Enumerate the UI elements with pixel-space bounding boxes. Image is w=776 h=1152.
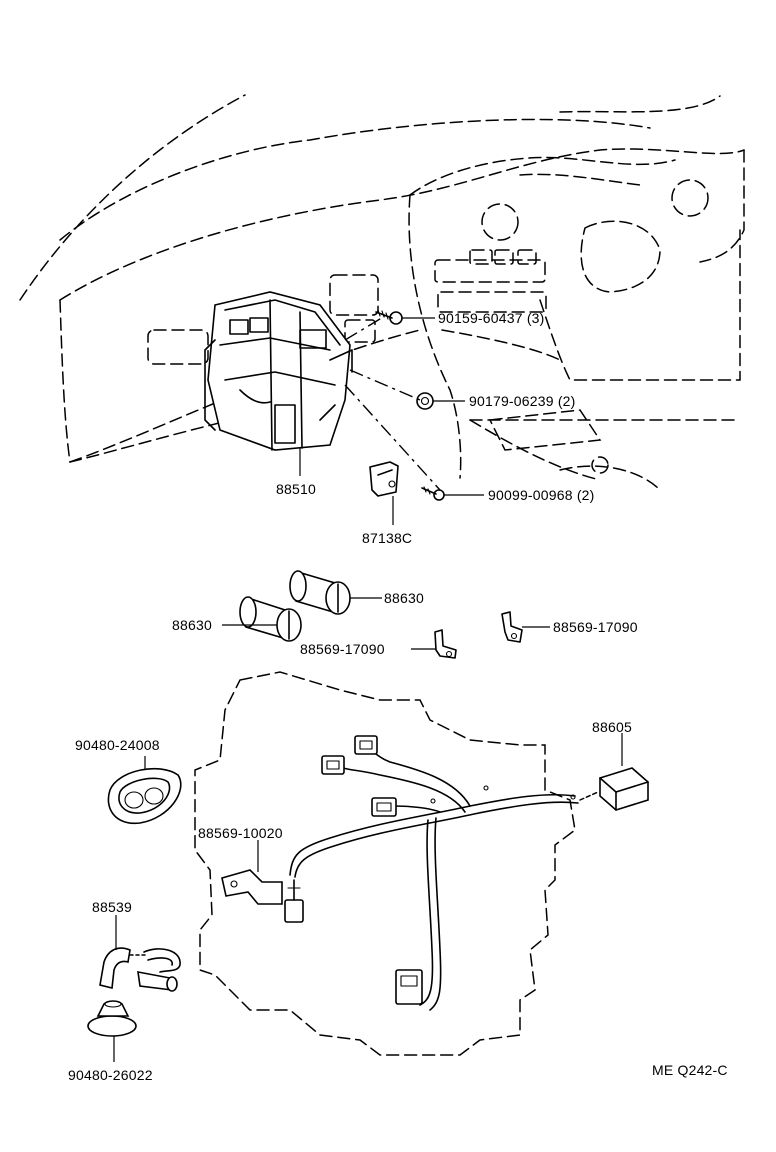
clamp-88569-17090-mid	[434, 629, 457, 659]
dashboard-outline	[19, 94, 745, 491]
hose-88539	[99, 947, 181, 992]
bracket-87138C	[369, 461, 399, 497]
label-88569-10020: 88569-10020	[198, 825, 283, 841]
label-88539: 88539	[92, 899, 132, 915]
label-90159-60437: 90159-60437 (3)	[438, 310, 545, 326]
label-90480-26022: 90480-26022	[68, 1067, 153, 1083]
nut-90179-06239	[416, 392, 434, 410]
amplifier-unit-88510	[204, 291, 353, 451]
grommet-90480-26022	[87, 1000, 137, 1037]
clamp-88569-17090-right	[501, 611, 523, 643]
bolt-90159-60437	[375, 309, 403, 325]
label-90480-24008: 90480-24008	[75, 737, 160, 753]
sensor-88630-left	[239, 596, 302, 642]
label-87138C: 87138C	[362, 530, 412, 546]
grommet-90480-24008	[107, 767, 182, 825]
engine-compartment-outline	[194, 671, 576, 1056]
wire-harness	[284, 735, 579, 1011]
label-88510: 88510	[276, 481, 316, 497]
label-88569-17090-right: 88569-17090	[553, 619, 638, 635]
label-88569-17090-mid: 88569-17090	[300, 641, 385, 657]
label-90099-00968: 90099-00968 (2)	[488, 487, 595, 503]
relay-88605	[579, 767, 649, 811]
label-90179-06239: 90179-06239 (2)	[469, 393, 576, 409]
label-88630-left: 88630	[172, 617, 212, 633]
label-88605: 88605	[592, 719, 632, 735]
figure-code: ME Q242-C	[652, 1062, 728, 1078]
label-88630-right: 88630	[384, 590, 424, 606]
screw-90099-00968	[421, 486, 445, 501]
clamp-88569-10020	[221, 869, 283, 905]
sensor-88630-right	[289, 570, 351, 615]
